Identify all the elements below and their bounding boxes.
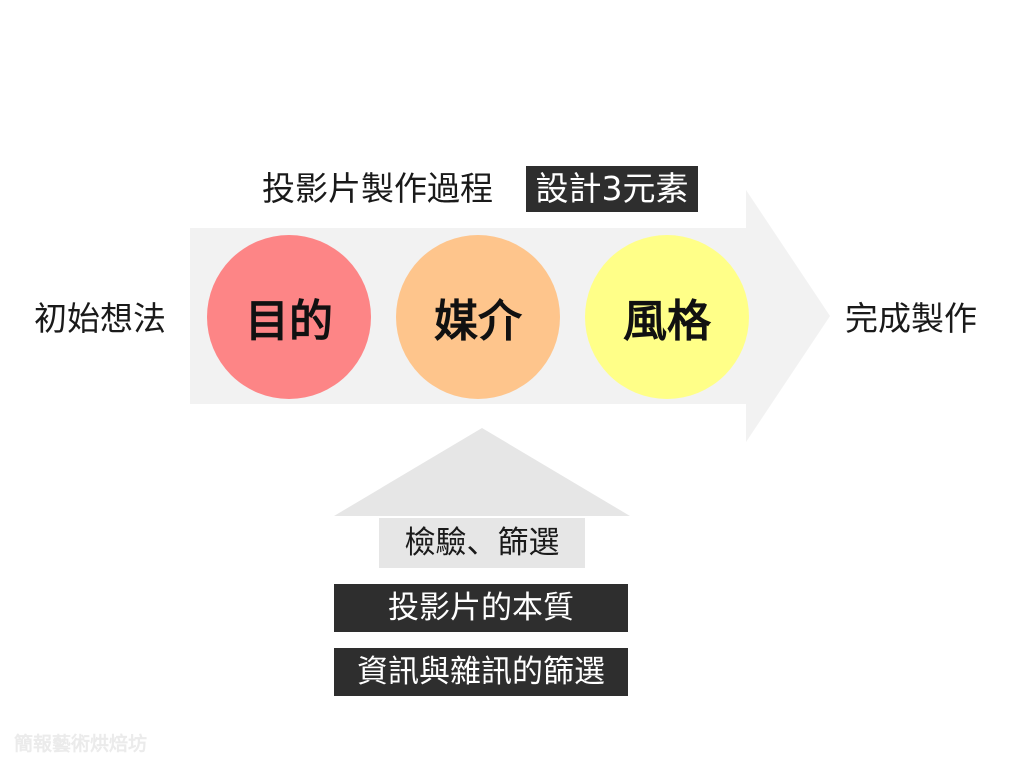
filter-label: 檢驗、篩選 [379,518,585,568]
process-title: 投影片製作過程 [262,169,493,208]
watermark: 簡報藝術烘焙坊 [14,733,148,755]
flow-end-label: 完成製作 [845,299,977,338]
element-medium: 媒介 [396,235,560,399]
element-purpose: 目的 [207,235,371,399]
input-item-filtering: 資訊與雜訊的篩選 [334,648,628,696]
element-label: 風格 [623,296,711,347]
element-label: 目的 [245,296,333,347]
element-style: 風格 [585,235,749,399]
elements-tag: 設計3元素 [526,166,698,212]
flow-start-label: 初始想法 [34,299,166,338]
element-label: 媒介 [434,296,522,347]
input-item-nature: 投影片的本質 [334,584,628,632]
input-arrow [334,428,630,516]
